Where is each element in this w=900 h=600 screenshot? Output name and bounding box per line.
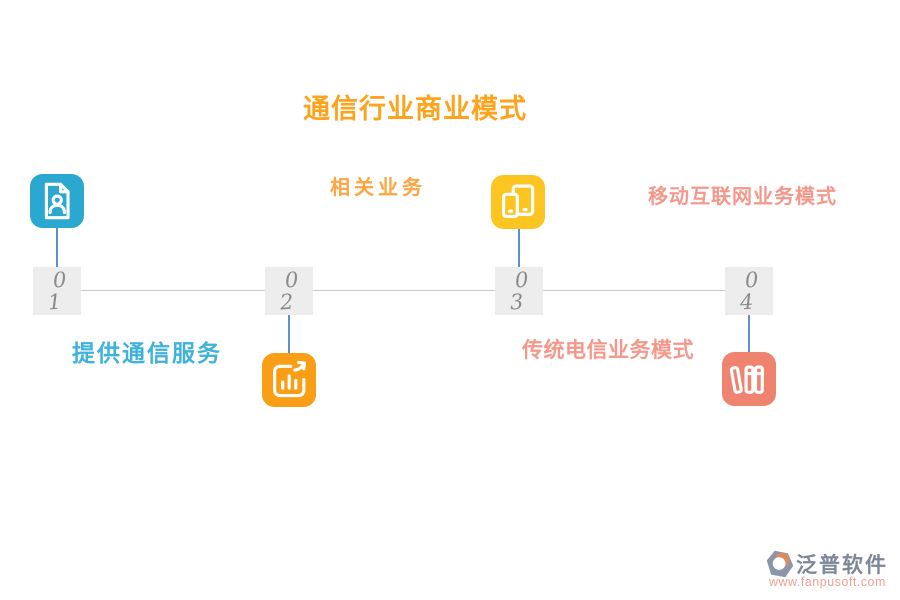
step-digit: 0 xyxy=(744,267,760,293)
timeline-line xyxy=(81,290,725,291)
step-digit: 0 xyxy=(284,267,300,293)
step-number-box: 0 2 xyxy=(265,267,313,315)
step-number-box: 0 1 xyxy=(33,267,81,315)
fanpu-logo-icon xyxy=(766,550,794,578)
icon-tile-bg xyxy=(722,352,776,406)
step-digit: 3 xyxy=(509,289,525,315)
profile-document-icon xyxy=(30,174,84,228)
step-number-box: 0 3 xyxy=(495,267,543,315)
mobile-devices-icon xyxy=(491,175,545,229)
step-digit: 4 xyxy=(739,289,755,315)
step-digit: 0 xyxy=(514,267,530,293)
step-digit: 0 xyxy=(52,267,68,293)
connector-line xyxy=(518,228,520,268)
page-title: 通信行业商业模式 xyxy=(303,94,527,124)
connector-line xyxy=(56,227,58,268)
step-label: 移动互联网业务模式 xyxy=(648,186,837,208)
brand-url: www.fanpusoft.com xyxy=(769,575,886,589)
step-digit: 2 xyxy=(279,289,295,315)
step-label: 提供通信服务 xyxy=(72,340,222,366)
step-label: 传统电信业务模式 xyxy=(522,339,694,362)
brand-name: 泛普软件 xyxy=(796,554,888,577)
connector-line xyxy=(748,314,750,353)
connector-line xyxy=(288,314,290,354)
step-number-box: 0 4 xyxy=(725,267,773,315)
step-label: 相关业务 xyxy=(330,177,426,199)
growth-chart-icon xyxy=(262,353,316,407)
icon-tile-bg xyxy=(30,174,84,228)
books-icon xyxy=(722,352,776,406)
step-digit: 1 xyxy=(47,289,63,315)
